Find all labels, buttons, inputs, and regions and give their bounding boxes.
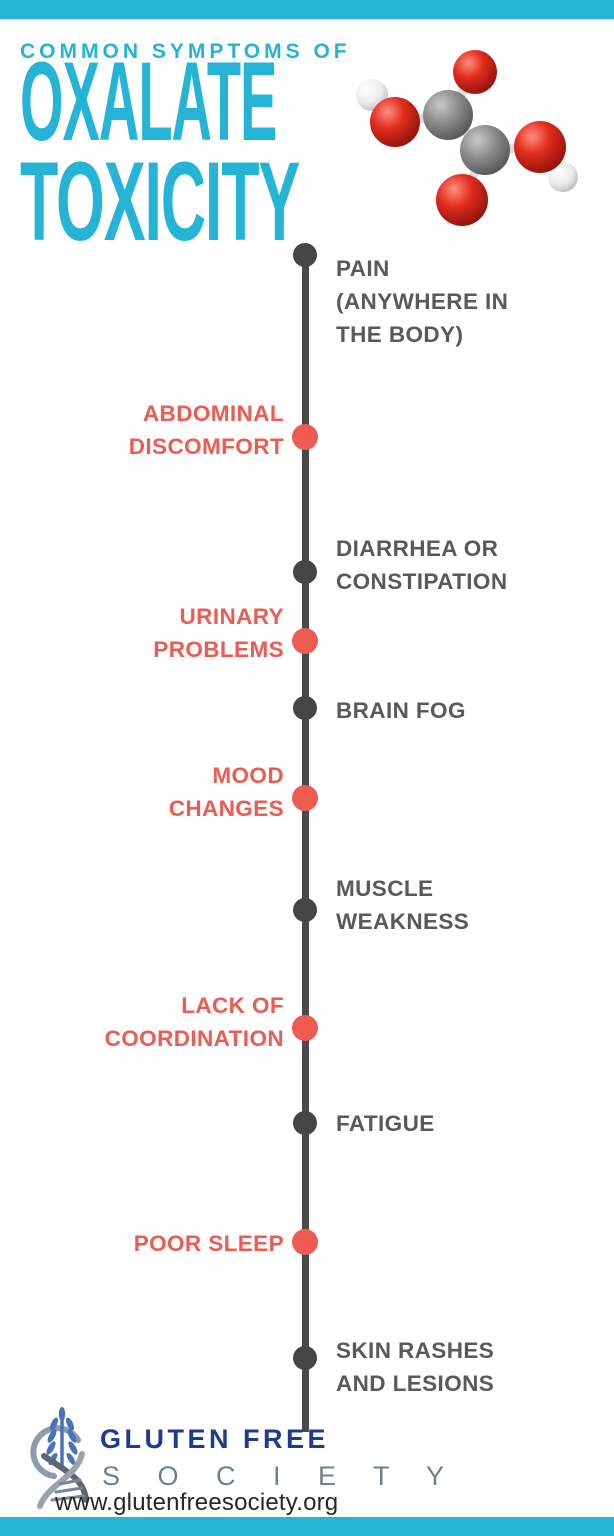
brand-name-gluten-free: GLUTEN FREE [100,1424,330,1454]
timeline-dot-lack-of-coordination [292,1015,318,1041]
page-title: OXALATE TOXICITY [20,39,533,264]
timeline-line [302,250,309,1432]
symptom-label-muscle-weakness: MUSCLE WEAKNESS [336,876,470,934]
symptom-label-diarrhea-constipation: DIARRHEA OR CONSTIPATION [336,536,508,594]
website-url: www.glutenfreesociety.org [55,1489,339,1516]
symptom-label-pain: PAIN (ANYWHERE IN THE BODY) [336,256,509,347]
symptom-label-lack-of-coordination: LACK OF COORDINATION [104,993,284,1051]
title-line-1: OXALATE [20,39,277,164]
header-kicker: COMMON SYMPTOMS OF [20,40,351,63]
oxalate-molecule-icon [356,50,578,226]
title-line-2: TOXICITY [20,139,300,264]
symptom-label-brain-fog: BRAIN FOG [336,698,466,723]
symptom-label-mood-changes: MOOD CHANGES [168,763,284,821]
timeline-dot-pain [293,243,317,267]
symptom-label-fatigue: FATIGUE [336,1111,435,1136]
timeline-dot-abdominal-discomfort [292,424,318,450]
timeline-dot-urinary-problems [292,628,318,654]
bottom-accent-bar [0,1517,614,1536]
symptom-label-abdominal-discomfort: ABDOMINAL DISCOMFORT [128,401,284,459]
timeline-dot-diarrhea-constipation [293,560,317,584]
gluten-free-society-logo-icon [30,1407,89,1509]
symptom-label-skin-rashes: SKIN RASHES AND LESIONS [336,1338,495,1396]
brand-name-society: S O C I E T Y [102,1461,460,1491]
symptom-label-urinary-problems: URINARY PROBLEMS [153,604,284,662]
timeline-dot-skin-rashes [293,1346,317,1370]
symptom-label-poor-sleep: POOR SLEEP [133,1231,284,1256]
top-accent-bar [0,0,614,19]
timeline-dot-mood-changes [292,785,318,811]
timeline-dot-muscle-weakness [293,898,317,922]
timeline-dot-poor-sleep [292,1229,318,1255]
timeline-dot-fatigue [293,1111,317,1135]
timeline-dot-brain-fog [293,696,317,720]
